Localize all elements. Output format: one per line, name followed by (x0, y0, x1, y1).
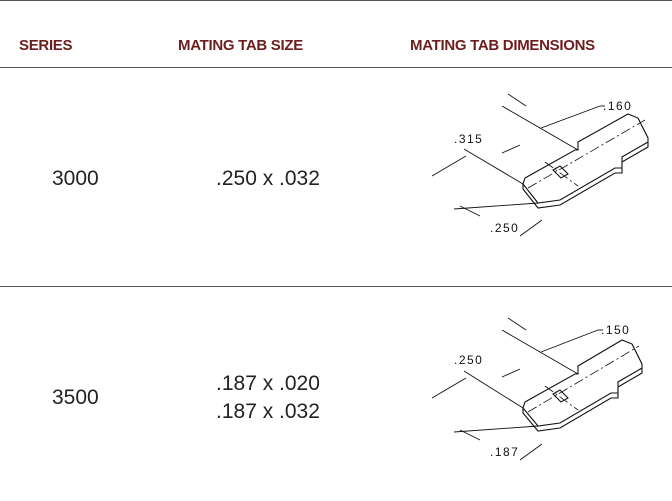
mating-tab-size-value: .250 x .032 (216, 167, 320, 190)
mating-tab-size-list: .250 x .032 (216, 165, 320, 193)
mating-tab-size-list: .187 x .020 .187 x .032 (216, 370, 320, 426)
header-series: SERIES (19, 37, 73, 54)
top-rule (0, 0, 672, 1)
row-divider (0, 286, 672, 287)
left-dimension-label: .315 (454, 132, 483, 146)
series-value: 3500 (52, 386, 99, 409)
top-dimension-label: .150 (601, 323, 630, 337)
dimension-lines (431, 317, 603, 461)
header-mating-tab-dimensions: MATING TAB DIMENSIONS (410, 37, 595, 54)
mating-tab-size-value: .187 x .020 (216, 372, 320, 395)
top-dimension-label: .160 (603, 99, 632, 113)
tab-outline (522, 113, 649, 209)
header-mating-tab-size: MATING TAB SIZE (178, 37, 303, 54)
tab-outline (522, 339, 643, 432)
dimension-lines (431, 93, 605, 237)
bottom-dimension-label: .187 (490, 445, 519, 459)
series-value: 3000 (52, 167, 99, 190)
centerline (527, 119, 646, 189)
mating-tab-drawing-3500: .150 .250 .187 (431, 317, 643, 461)
centerline (527, 345, 640, 413)
bottom-dimension-label: .250 (490, 221, 519, 235)
header-divider (0, 67, 672, 68)
mating-tab-drawing-3000: .160 .315 .250 (431, 93, 649, 237)
mating-tab-size-value: .187 x .032 (216, 400, 320, 423)
left-dimension-label: .250 (454, 353, 483, 367)
